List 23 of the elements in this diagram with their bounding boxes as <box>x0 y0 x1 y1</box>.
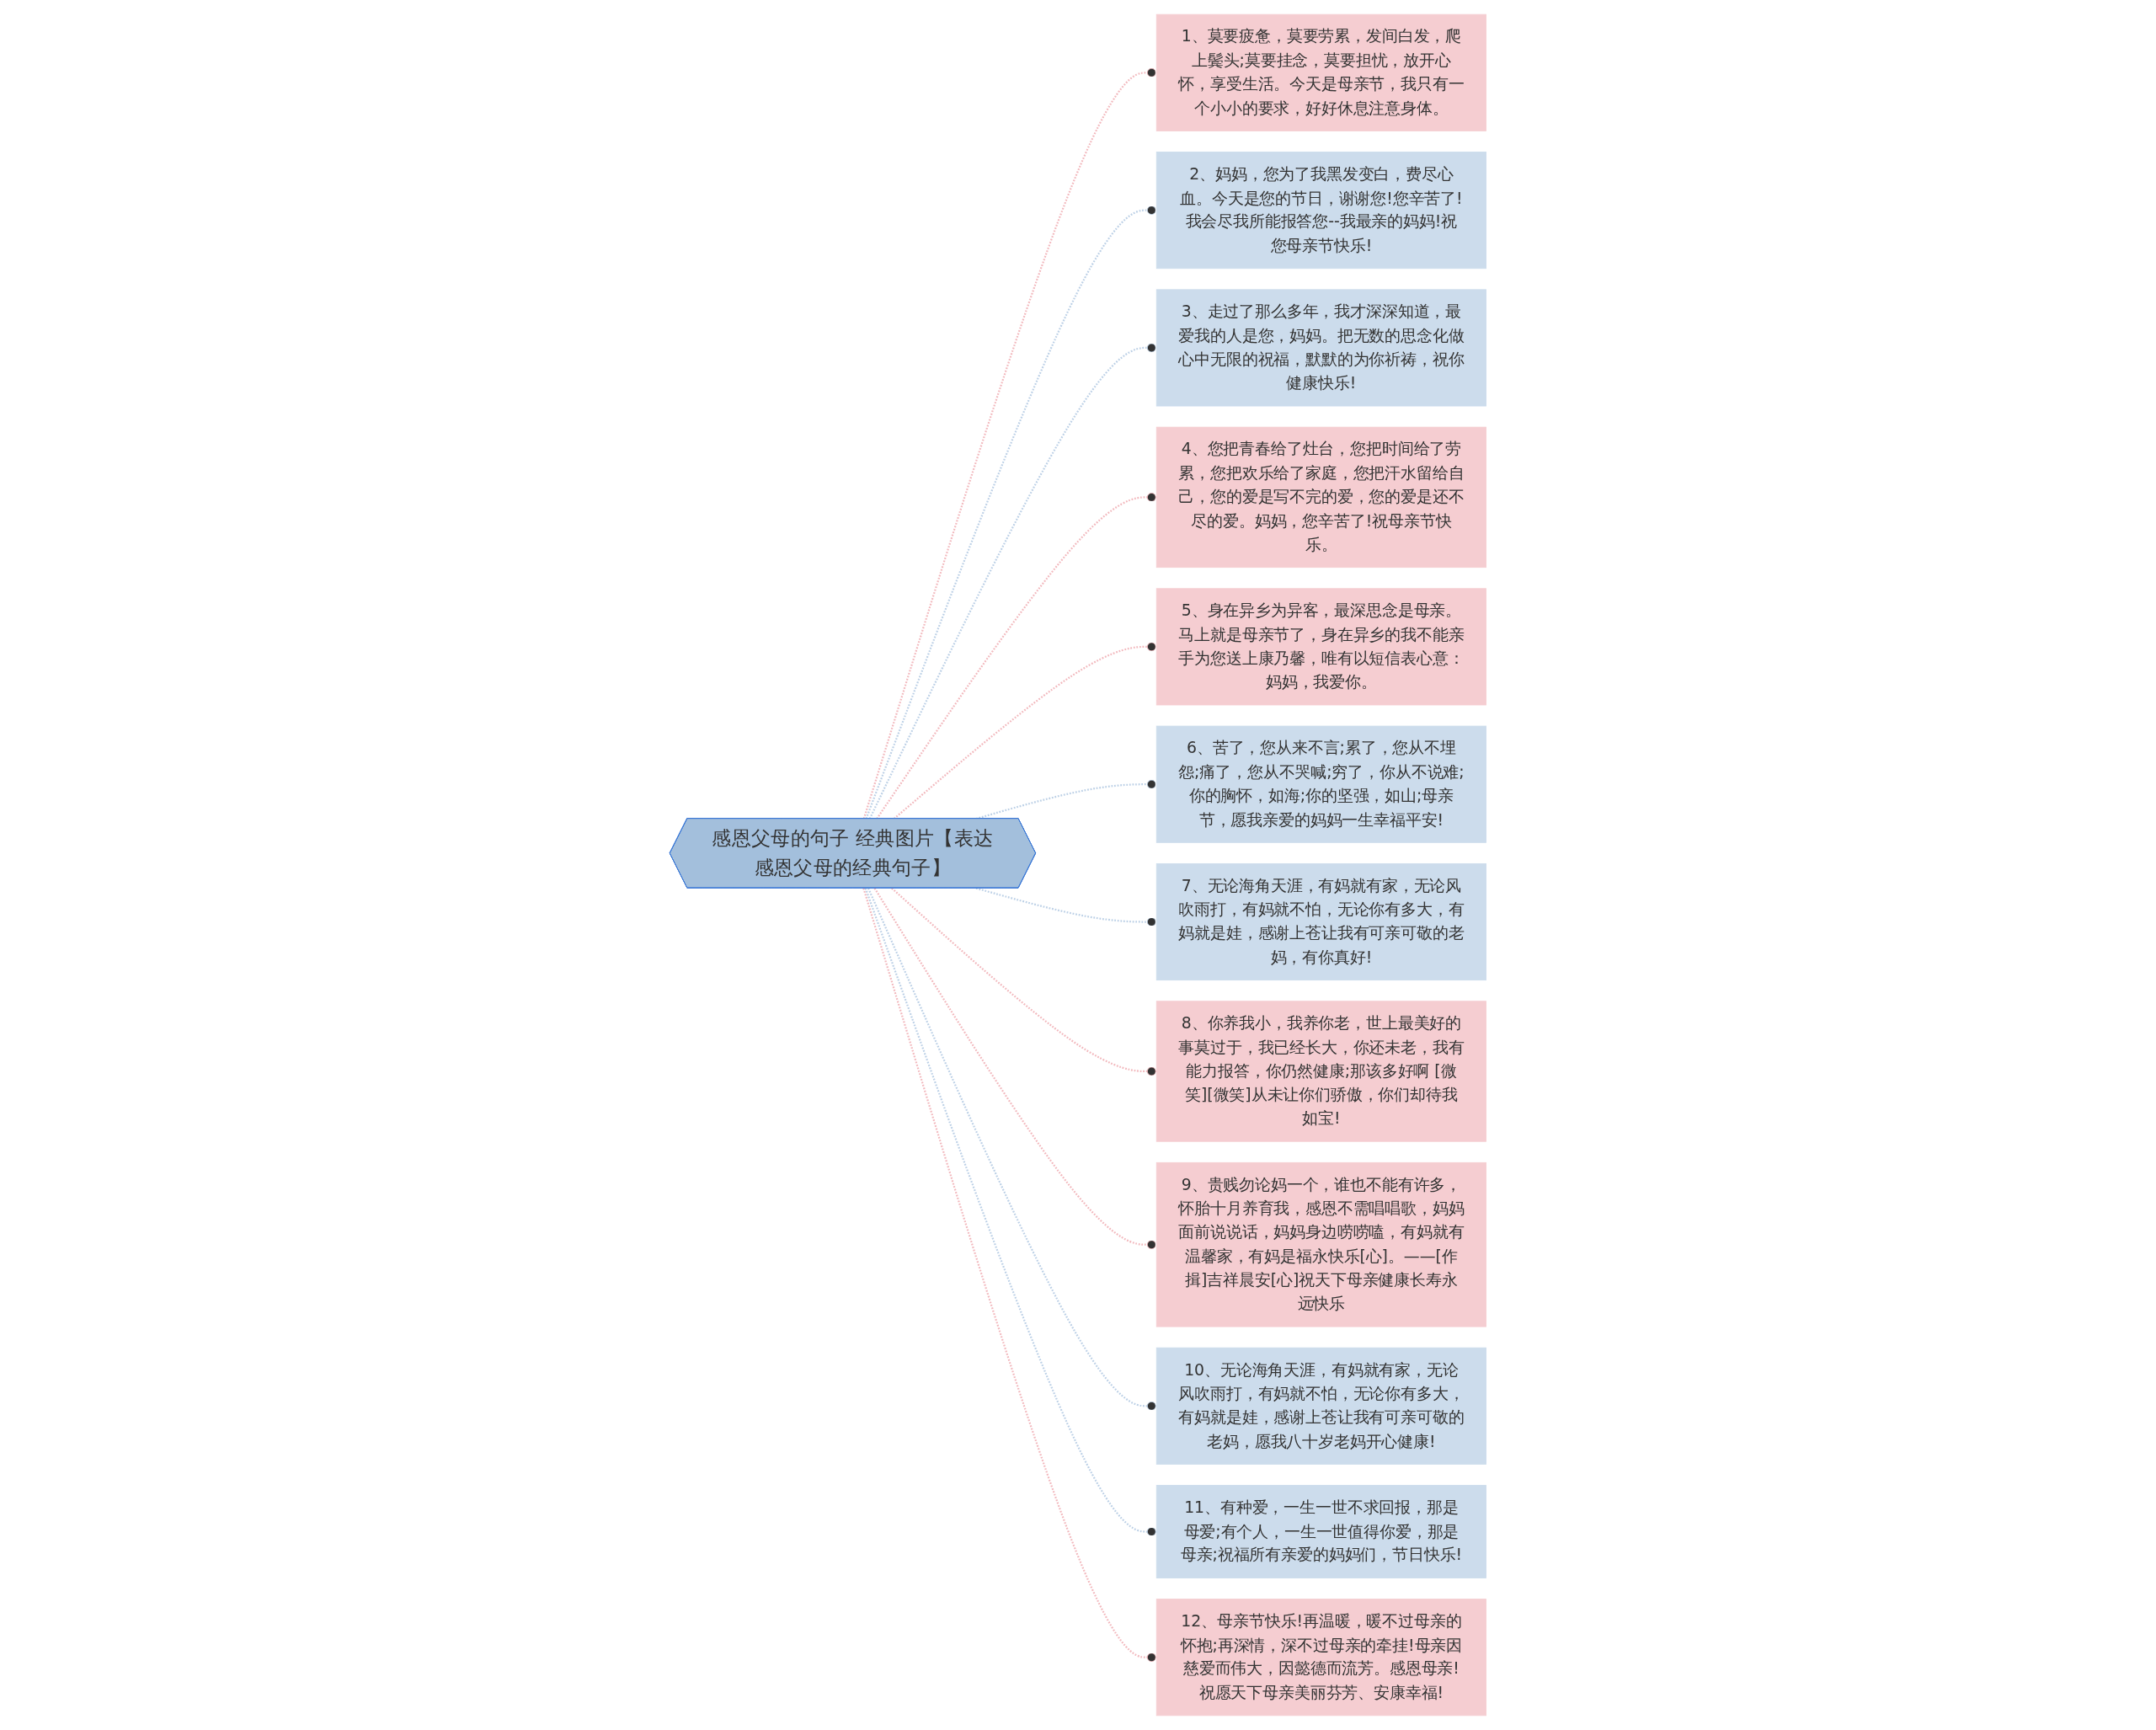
connector <box>867 888 1157 1411</box>
node-box: 9、贵贱勿论妈一个，谁也不能有许多，怀胎十月养育我，感恩不需唱唱歌，妈妈面前说说话，妈妈身边唠唠嗑，有妈就有温馨家，有妈是福永快乐[心]。——[作揖]吉祥晨安[心]祝天下母亲健康长寿永远快乐 <box>1155 1161 1487 1327</box>
connector <box>876 493 1157 820</box>
node-box: 11、有种爱，一生一世不求回报，那是母爱;有个人，一生一世值得你爱，那是母亲;祝福所有亲爱的妈妈们，节日快乐! <box>1155 1485 1487 1578</box>
node-box: 8、你养我小，我养你老，世上最美好的事莫过于，我已经长大，你还未老，我有能力报答，你仍然健康;那该多好啊 [微笑][微笑]从未让你们骄傲，你们却待我如宝! <box>1155 1001 1487 1142</box>
node-box: 7、无论海角天涯，有妈就有家，无论风吹雨打，有妈就不怕，无论你有多大，有妈就是娃，感谢上苍让我有可亲可敬的老妈，有你真好! <box>1155 863 1487 981</box>
node-box: 3、走过了那么多年，我才深深知道，最爱我的人是您，妈妈。把无数的思念化做心中无限的祝福，默默的为你祈祷，祝你健康快乐! <box>1155 289 1487 407</box>
node-box: 5、身在异乡为异客，最深思念是母亲。马上就是母亲节了，身在异乡的我不能亲手为您送上康乃馨，唯有以短信表心意：妈妈，我爱你。 <box>1155 588 1487 706</box>
node-box: 2、妈妈，您为了我黑发变白，费尽心血。今天是您的节日，谢谢您!您辛苦了!我会尽我所能报答您--我最亲的妈妈!祝您母亲节快乐! <box>1155 152 1487 270</box>
connector <box>864 888 1157 1536</box>
connector <box>891 887 1157 1076</box>
connector <box>873 888 1157 1250</box>
connector <box>868 343 1157 820</box>
node-box: 6、苦了，您从来不言;累了，您从不埋怨;痛了，您从不哭喊;穷了，你从不说难;你的胸怀，如海;你的坚强，如山;母亲节，愿我亲爱的妈妈一生幸福平安! <box>1155 725 1487 843</box>
connector <box>862 888 1157 1663</box>
connector <box>975 887 1157 926</box>
node-box: 10、无论海角天涯，有妈就有家，无论风吹雨打，有妈就不怕，无论你有多大，有妈就是娃，感谢上苍让我有可亲可敬的老妈，愿我八十岁老妈开心健康! <box>1155 1347 1487 1465</box>
connector <box>862 67 1157 820</box>
node-box: 12、母亲节快乐!再温暖，暖不过母亲的怀抱;再深情，深不过母亲的牵挂!母亲因慈爱而伟大，因懿德而流芳。感恩母亲!祝愿天下母亲美丽芬芳、安康幸福! <box>1155 1599 1487 1717</box>
connector <box>865 206 1157 820</box>
node-box: 4、您把青春给了灶台，您把时间给了劳累，您把欢乐给了家庭，您把汗水留给自己，您的爱是写不完的爱，您的爱是还不尽的爱。妈妈，您辛苦了!祝母亲节快乐。 <box>1155 426 1487 569</box>
node-box: 1、莫要疲惫，莫要劳累，发间白发，爬上鬓头;莫要挂念，莫要担忧，放开心怀，享受生活。今天是母亲节，我只有一个小小的要求，好好休息注意身体。 <box>1155 13 1487 131</box>
connector <box>894 642 1157 820</box>
